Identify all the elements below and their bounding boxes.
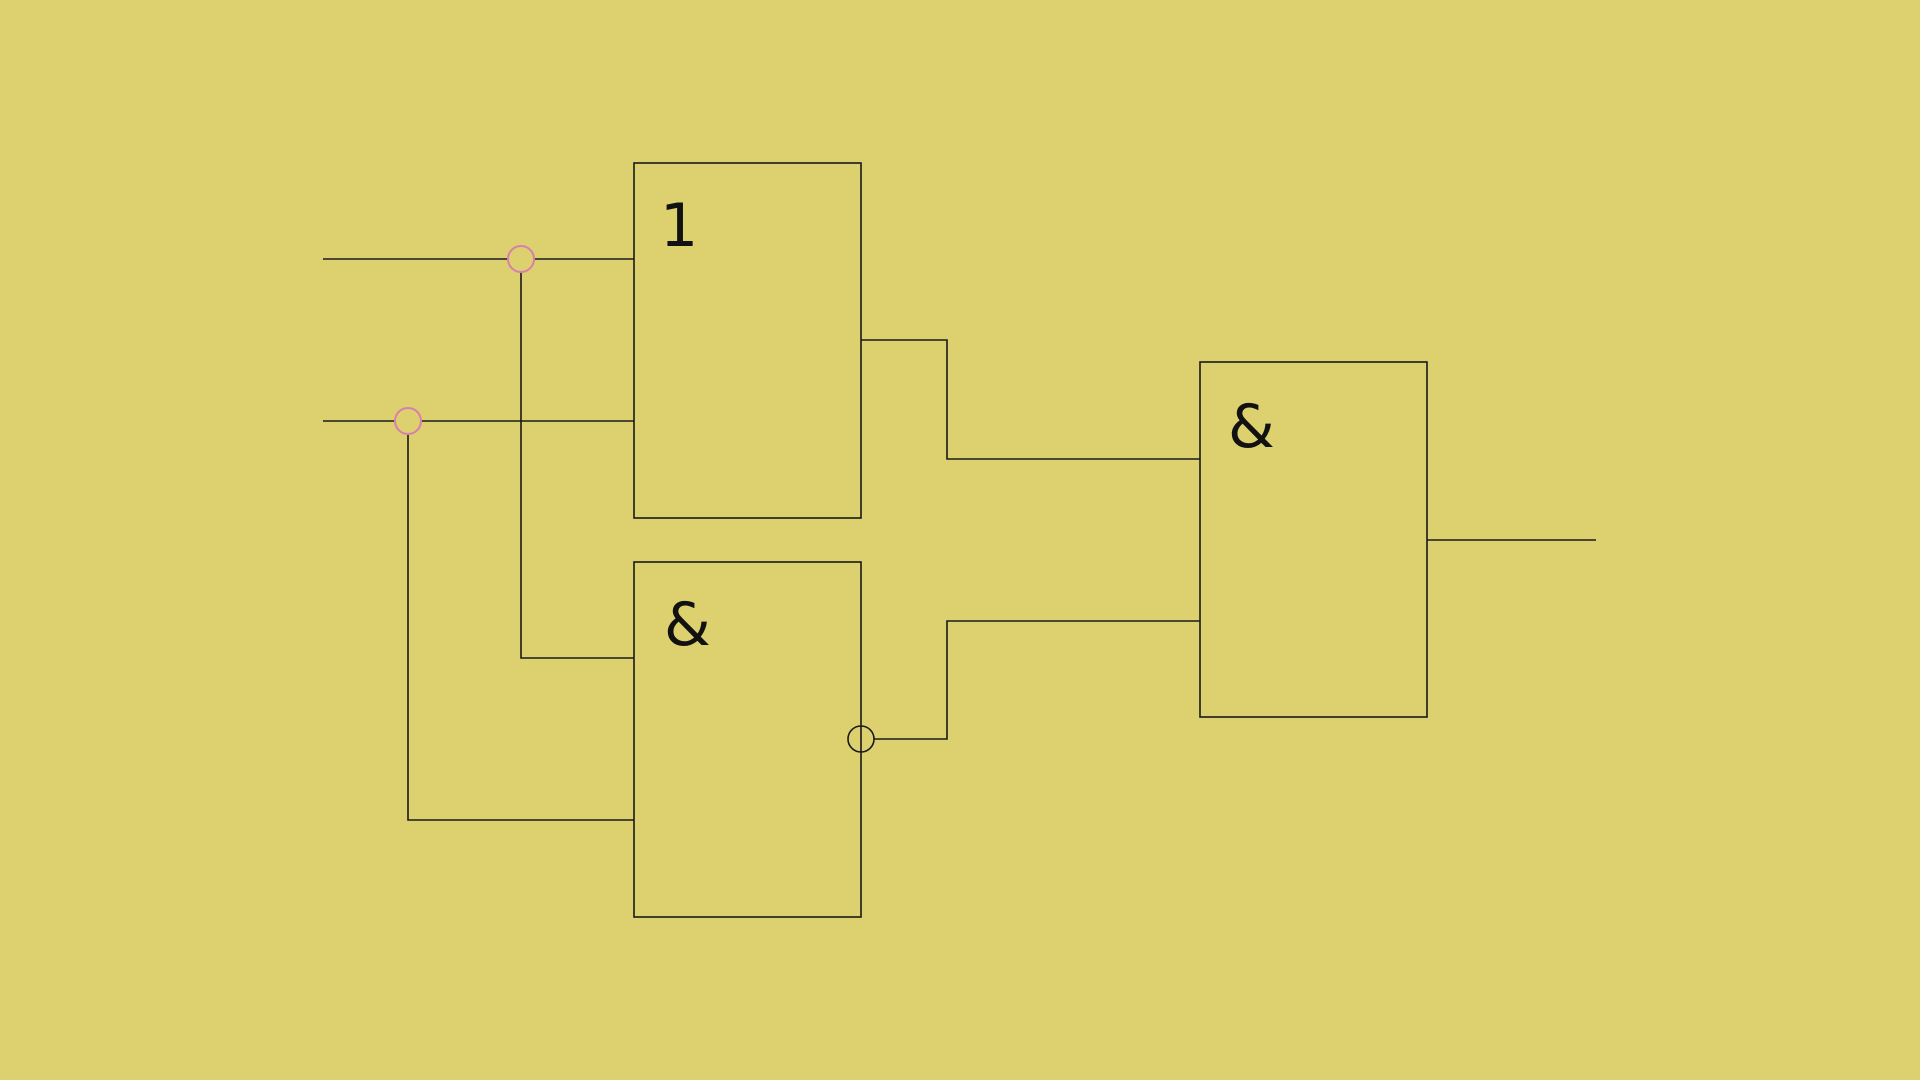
gate-and: & <box>1199 361 1428 718</box>
wire-branch-b-to-gate2 <box>407 421 634 821</box>
gates: 1 & & <box>633 162 1428 918</box>
junction-input-a <box>507 245 535 273</box>
junction-input-b <box>394 407 422 435</box>
gate-and-box <box>1199 361 1428 718</box>
negation-bubble <box>847 725 875 753</box>
gate-nand-symbol: & <box>664 590 711 660</box>
wire-gate1-to-gate3 <box>861 339 1200 460</box>
gate-and-symbol: & <box>1228 392 1275 462</box>
gate-or-symbol: 1 <box>660 191 698 261</box>
wire-gate2-to-gate3 <box>874 620 1200 740</box>
gate-nand-box <box>633 561 862 918</box>
wires <box>323 258 1596 821</box>
gate-or: 1 <box>633 162 862 519</box>
junctions <box>394 245 535 435</box>
wire-branch-a-to-gate2 <box>520 259 634 659</box>
gate-nand: & <box>633 561 875 918</box>
gate-or-box <box>633 162 862 519</box>
